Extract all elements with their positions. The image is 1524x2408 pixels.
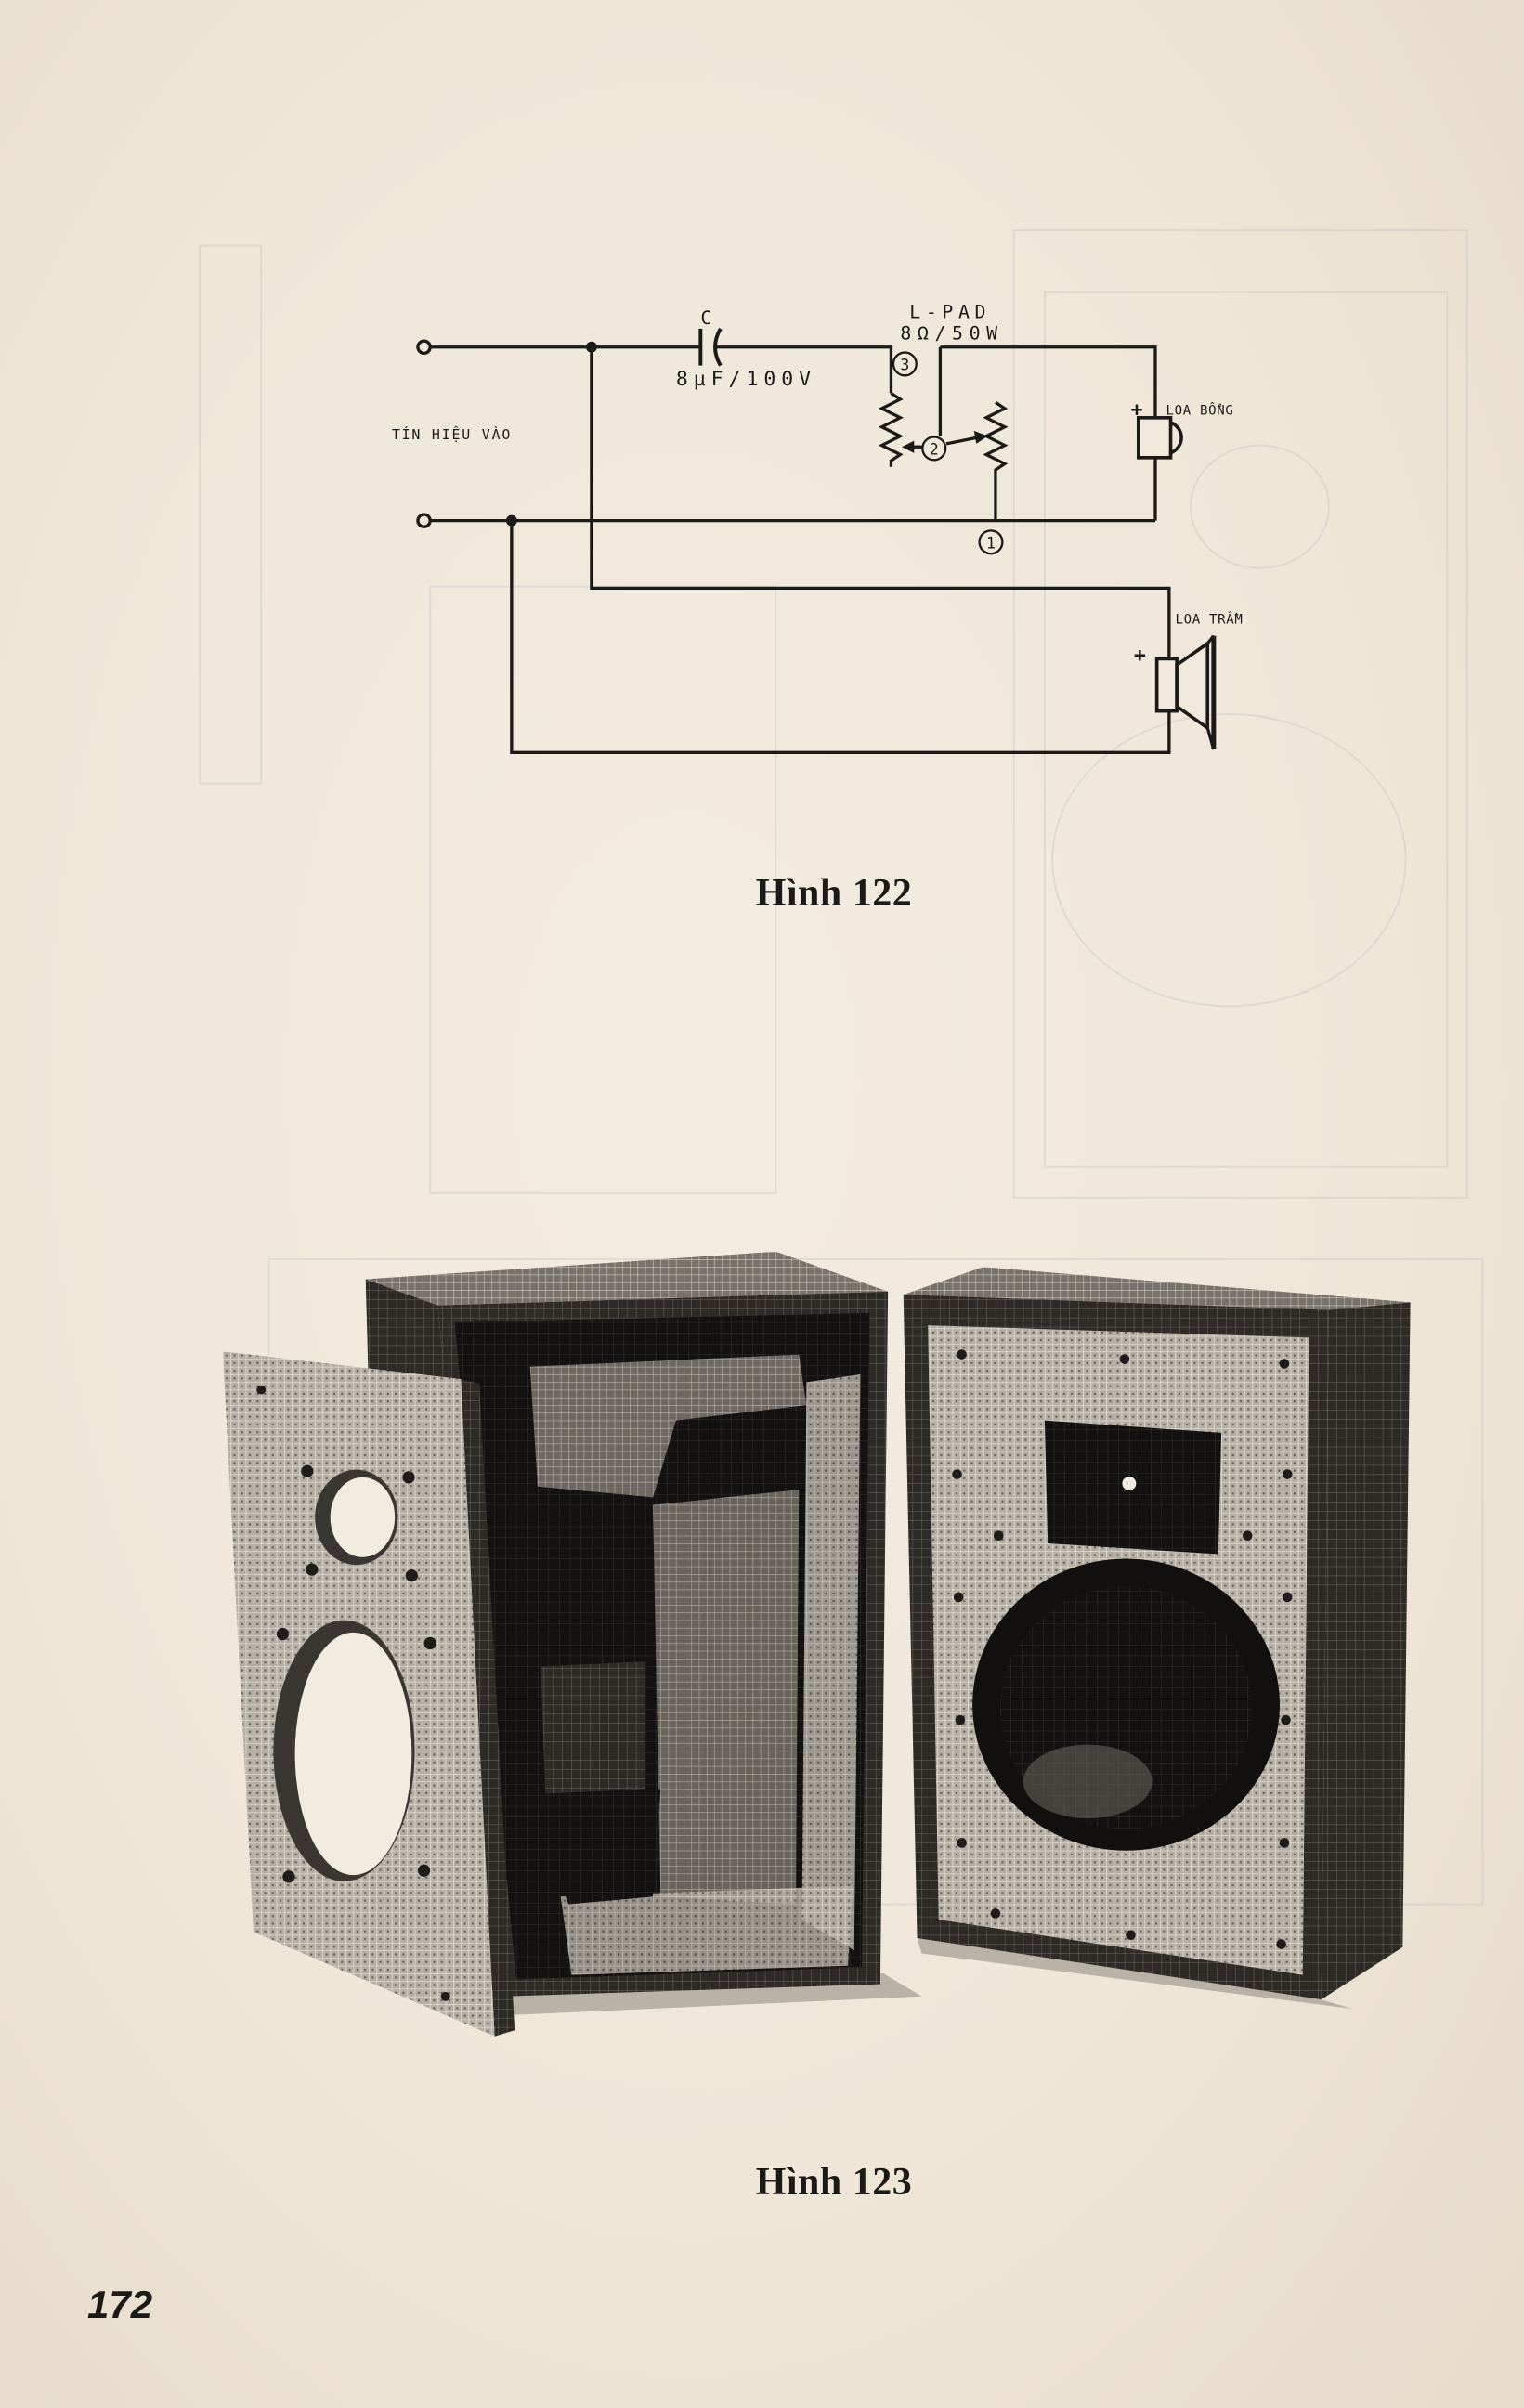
tweeter-dome — [1169, 421, 1183, 455]
screw — [955, 1714, 966, 1725]
screw-hole — [417, 1864, 431, 1877]
node-2-marker — [921, 436, 947, 462]
screw — [1276, 1939, 1286, 1949]
internal-panel-right — [801, 1374, 861, 1951]
tweeter-polarity: + — [1131, 398, 1143, 422]
screw-hole — [402, 1471, 415, 1484]
assembled-cabinet — [903, 1267, 1411, 2000]
capacitor-value: 8µF/100V — [676, 368, 816, 391]
screw — [957, 1838, 967, 1848]
screw — [1279, 1359, 1290, 1369]
circuit-labels: C 8µF/100V L-PAD 8Ω/50W TÍN HIỆU VÀO 3 2… — [392, 301, 1243, 668]
screw — [957, 1349, 967, 1360]
woofer-magnet — [1154, 657, 1179, 713]
woofer-cone-highlight — [1023, 1744, 1153, 1818]
circuit-diagram — [416, 327, 1217, 754]
capacitor-name: C — [700, 307, 711, 329]
screw — [1119, 1354, 1130, 1364]
node-2-label: 2 — [930, 440, 939, 458]
woofer-feed-wire — [590, 346, 1171, 659]
node-3-label: 3 — [900, 357, 909, 374]
tweeter-label: LOA BỔNG — [1166, 402, 1234, 419]
node-1-label: 1 — [986, 534, 996, 552]
screw — [1242, 1530, 1253, 1541]
input-terminal-top — [416, 339, 432, 356]
wiper-arrowhead-left — [902, 440, 915, 453]
input-terminal-bottom — [416, 513, 432, 528]
figure-122-caption: Hình 122 — [755, 872, 913, 915]
baffle-panel-edge — [461, 1379, 515, 2037]
speaker-photo — [222, 1251, 1411, 2037]
assembled-cabinet-side — [1321, 1302, 1411, 2000]
screw-hole — [282, 1870, 295, 1883]
lpad-name: L-PAD — [909, 301, 991, 322]
ghost-circle — [1051, 712, 1407, 1008]
wiper-arrowhead-right — [973, 430, 988, 444]
woofer-return-wire — [510, 520, 1171, 754]
internal-shelf-top — [529, 1354, 807, 1498]
front-screws — [952, 1349, 1293, 1949]
tweeter-cutout — [330, 1477, 396, 1557]
internal-duct — [653, 1490, 800, 1905]
screw-hole — [301, 1464, 314, 1477]
open-cabinet-top — [365, 1251, 889, 1306]
ghost-frame — [1043, 291, 1449, 1168]
internal-chamber — [541, 1661, 645, 1794]
input-signal-label: TÍN HIỆU VÀO — [392, 426, 512, 443]
screw-hole — [256, 1385, 267, 1395]
ghost-frame — [199, 244, 263, 785]
internal-wedge — [529, 1789, 661, 1905]
screw — [990, 1908, 1001, 1919]
assembled-cabinet-top — [903, 1267, 1411, 1310]
screw — [1279, 1838, 1290, 1848]
wiper-arrow-right — [945, 436, 978, 446]
screw — [1126, 1930, 1136, 1940]
page-number: 172 — [87, 2283, 153, 2326]
internal-floor — [560, 1885, 853, 1975]
screw — [1281, 1714, 1291, 1725]
node-1-marker — [978, 529, 1004, 555]
tweeter-center-dot — [1122, 1477, 1137, 1490]
node-3-marker — [892, 351, 918, 377]
screw — [952, 1469, 962, 1479]
screw-hole — [440, 1991, 450, 2001]
screw-hole — [423, 1636, 436, 1650]
bleed-through-ghost — [199, 229, 1484, 1906]
lpad-shunt-resistor — [983, 400, 1009, 521]
ghost-circle — [1190, 444, 1330, 569]
lpad-value: 8Ω/50W — [900, 322, 1003, 344]
removed-baffle-panel — [222, 1351, 515, 2037]
ghost-frame — [429, 585, 777, 1194]
tweeter-body — [1136, 415, 1173, 460]
screw — [1282, 1469, 1293, 1479]
screw — [993, 1530, 1004, 1541]
screw — [1282, 1592, 1293, 1603]
woofer-label: LOA TRẦM — [1175, 610, 1243, 627]
screw-hole — [405, 1569, 418, 1582]
figure-123-caption: Hình 123 — [755, 2161, 913, 2204]
tweeter-feed-wire — [940, 345, 1157, 418]
woofer-polarity: + — [1134, 644, 1146, 668]
top-wire-to-lpad — [714, 345, 893, 394]
screw — [953, 1592, 964, 1603]
screw-hole — [276, 1627, 289, 1641]
woofer-cutout — [294, 1632, 412, 1876]
ghost-frame — [1012, 229, 1468, 1199]
lpad-series-resistor — [878, 391, 905, 467]
woofer-cone — [1175, 640, 1210, 732]
floor-shadow-right — [917, 1937, 1352, 2010]
screw-hole — [306, 1563, 319, 1576]
woofer-surround — [1205, 634, 1216, 750]
baffle-screw-holes — [256, 1385, 450, 2001]
